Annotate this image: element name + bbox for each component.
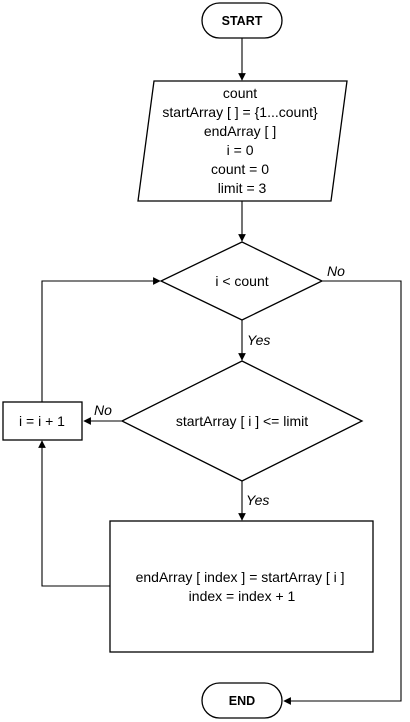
increment-text: i = i + 1 — [19, 413, 65, 429]
start-terminator — [201, 2, 283, 39]
filter-condition: startArray [ i ] <= limit — [176, 413, 308, 429]
arrow-process-to-increment — [38, 440, 110, 587]
process-block — [109, 520, 374, 653]
init-line: count — [223, 85, 257, 101]
loop-no-label: No — [327, 263, 345, 279]
init-line: endArray [ ] — [204, 123, 276, 139]
filter-yes-label: Yes — [246, 492, 269, 508]
process-line: endArray [ index ] = startArray [ i ] — [136, 569, 345, 585]
filter-decision — [120, 360, 364, 482]
init-io-block — [137, 80, 348, 202]
loop-yes-label: Yes — [247, 332, 270, 348]
process-line: index = index + 1 — [189, 588, 296, 604]
end-label: END — [229, 694, 255, 708]
filter-no-label: No — [94, 402, 112, 418]
init-line: i = 0 — [227, 142, 254, 158]
loop-condition: i < count — [215, 273, 268, 289]
init-line: startArray [ ] = {1...count} — [162, 104, 318, 120]
init-text: count startArray [ ] = {1...count} endAr… — [162, 85, 321, 196]
init-line: limit = 3 — [218, 180, 267, 196]
init-line: count = 0 — [211, 161, 269, 177]
connectors — [38, 38, 402, 705]
increment-process — [2, 401, 83, 441]
loop-decision — [159, 241, 324, 321]
arrow-loop-no-to-end — [283, 280, 402, 705]
process-text: endArray [ index ] = startArray [ i ] in… — [136, 569, 349, 604]
end-terminator — [201, 682, 283, 719]
start-label: START — [222, 14, 263, 28]
arrow-increment-to-loop — [41, 277, 161, 402]
